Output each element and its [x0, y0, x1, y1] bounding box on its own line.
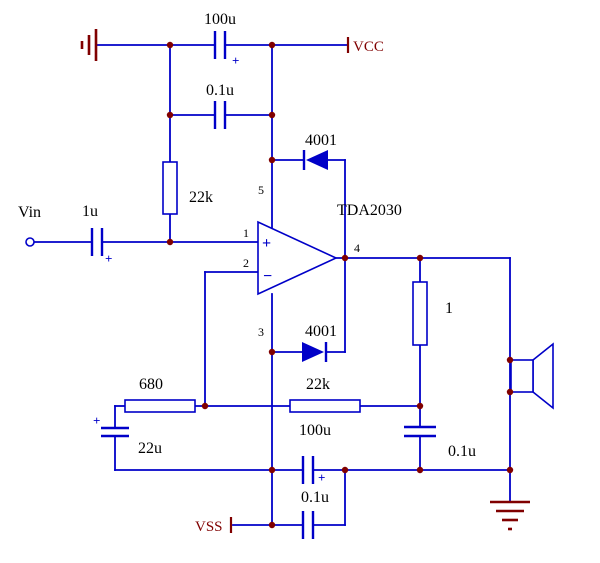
junction-dot: [416, 254, 424, 262]
vcc-label: VCC: [353, 39, 384, 55]
diode-triangle: [306, 150, 328, 170]
resistor-value: 22k: [189, 189, 213, 206]
diode-triangle: [302, 342, 324, 362]
capacitor-vcc-100u: 100u +: [204, 11, 239, 68]
ic-name-label: TDA2030: [337, 202, 402, 219]
junction-dot: [416, 402, 424, 410]
polarity-plus-sign: +: [93, 413, 100, 428]
opamp-minus-sign: −: [263, 268, 272, 285]
speaker-body: [510, 359, 534, 393]
resistor-body: [124, 399, 196, 413]
vin-label: Vin: [18, 204, 41, 221]
resistor-feedback-22k: 22k: [289, 376, 361, 413]
resistor-value: 680: [139, 376, 163, 393]
pin-2-label: 2: [243, 256, 249, 270]
junction-dot: [166, 41, 174, 49]
resistor-value: 22k: [306, 376, 330, 393]
input-port: Vin: [18, 204, 41, 247]
diode-bottom-4001: 4001: [302, 323, 337, 362]
junction-dot: [166, 238, 174, 246]
vss-label: VSS: [195, 519, 223, 535]
wires: [33, 44, 511, 526]
pin-4-label: 4: [354, 241, 360, 255]
polarity-plus-sign: +: [318, 470, 325, 485]
speaker-cone: [532, 342, 554, 410]
resistor-bias-22k: 22k: [162, 161, 213, 215]
capacitor-vss-100u: 100u +: [299, 422, 331, 485]
junction-dot: [166, 111, 174, 119]
resistor-body: [412, 281, 428, 346]
resistor-output-1: 1: [412, 281, 453, 346]
vcc-port: VCC: [346, 37, 384, 55]
capacitor-vcc-01u: 0.1u: [206, 82, 234, 129]
junction-dot: [506, 388, 514, 396]
junction-dot: [268, 41, 276, 49]
junction-dot: [268, 521, 276, 529]
junction-dot: [268, 348, 276, 356]
resistor-680: 680: [124, 376, 196, 413]
capacitor-value: 0.1u: [206, 82, 234, 99]
pin-3-label: 3: [258, 325, 264, 339]
junction-dot: [341, 254, 349, 262]
speaker: [510, 342, 554, 410]
capacitor-value: 100u: [204, 11, 236, 28]
input-terminal: [25, 237, 35, 247]
junction-dot: [268, 111, 276, 119]
ground-symbol-top-left: [80, 29, 98, 61]
capacitor-value: 100u: [299, 422, 331, 439]
capacitor-vss-01u: 0.1u: [301, 489, 329, 539]
opamp-plus-sign: +: [262, 235, 271, 252]
capacitor-value: 22u: [138, 440, 162, 457]
ground-symbol-bottom-right: [490, 500, 530, 531]
junction-dot: [341, 466, 349, 474]
junction-dot: [506, 356, 514, 364]
capacitor-feedback-22u: + 22u: [93, 413, 162, 457]
resistor-body: [289, 399, 361, 413]
diode-top-4001: 4001: [302, 132, 337, 170]
opamp-tda2030: + − TDA2030 1 2 5 3 4: [243, 183, 402, 339]
resistor-value: 1: [445, 300, 453, 317]
capacitor-zobel-01u: 0.1u: [404, 425, 476, 460]
junction-dot: [268, 156, 276, 164]
junction-dots: [166, 41, 514, 529]
vss-port: VSS: [195, 517, 233, 535]
capacitor-value: 0.1u: [448, 443, 476, 460]
resistor-body: [162, 161, 178, 215]
pin-1-label: 1: [243, 226, 249, 240]
opamp-triangle: [257, 220, 338, 296]
diode-value: 4001: [305, 323, 337, 340]
capacitor-value: 1u: [82, 203, 98, 220]
junction-dot: [416, 466, 424, 474]
pin-5-label: 5: [258, 183, 264, 197]
capacitor-input-1u: 1u +: [82, 203, 112, 266]
capacitor-value: 0.1u: [301, 489, 329, 506]
polarity-plus-sign: +: [232, 53, 239, 68]
junction-dot: [201, 402, 209, 410]
junction-dot: [268, 466, 276, 474]
polarity-plus-sign: +: [105, 251, 112, 266]
diode-value: 4001: [305, 132, 337, 149]
junction-dot: [506, 466, 514, 474]
